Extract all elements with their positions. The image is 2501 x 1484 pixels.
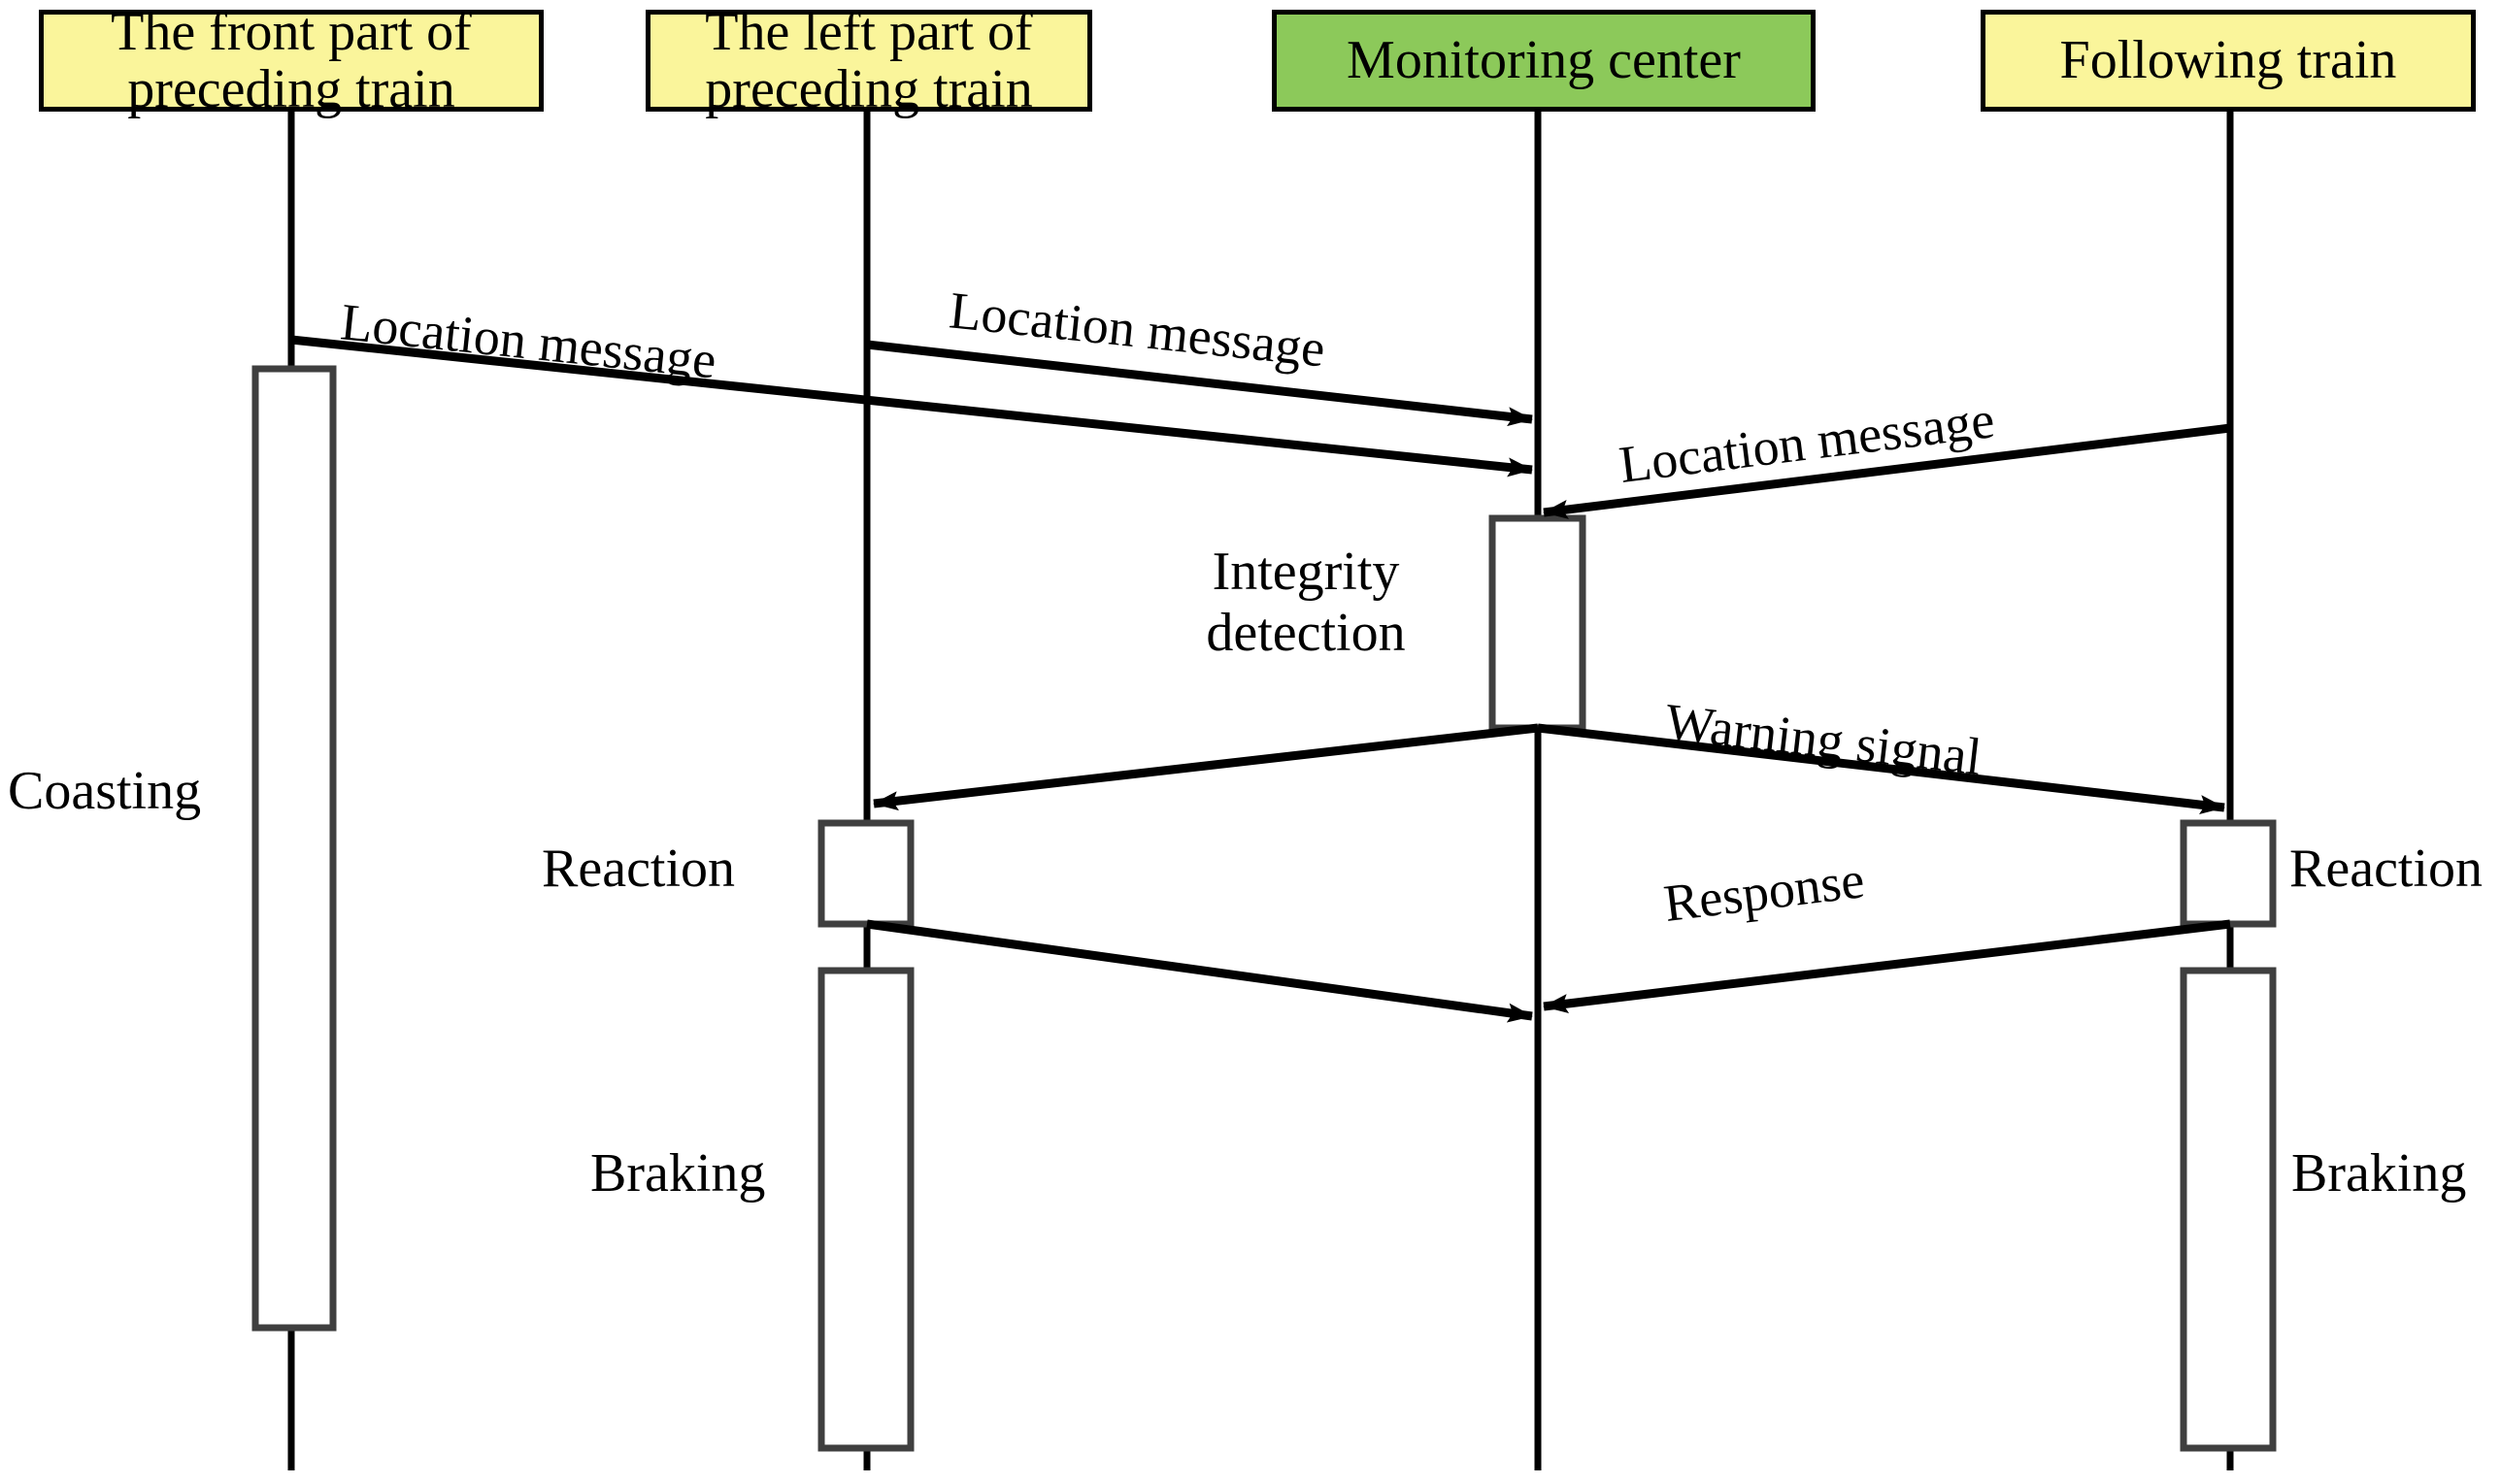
lifeline-header-front-part[interactable]: The front part of preceding train bbox=[39, 3, 544, 117]
message-line-response-following bbox=[1543, 919, 2231, 1013]
lifeline-header-following-train-label: Following train bbox=[2059, 30, 2397, 91]
activation-label-braking-left: Braking bbox=[590, 1143, 766, 1204]
message-line-location-1 bbox=[290, 335, 1533, 478]
lifeline-header-left-part[interactable]: The left part of preceding train bbox=[646, 3, 1092, 117]
message-line-response-left bbox=[866, 919, 1533, 1023]
activation-label-reaction-following: Reaction bbox=[2289, 839, 2484, 899]
activation-label-braking-following: Braking bbox=[2291, 1143, 2467, 1204]
message-line-warning-left bbox=[873, 723, 1539, 811]
lifeline-header-monitoring-center[interactable]: Monitoring center bbox=[1272, 10, 1816, 112]
message-line-warning-following bbox=[1537, 723, 2225, 815]
activation-integrity-detection bbox=[1488, 514, 1586, 732]
activation-reaction-left bbox=[817, 819, 915, 928]
activation-reaction-following bbox=[2180, 819, 2277, 928]
lifeline-header-left-part-label: The left part of preceding train bbox=[705, 1, 1033, 119]
activation-braking-left bbox=[817, 967, 915, 1452]
message-line-location-3 bbox=[1543, 423, 2231, 519]
lifeline-header-front-part-label: The front part of preceding train bbox=[111, 1, 472, 119]
lifeline-header-following-train[interactable]: Following train bbox=[1981, 10, 2476, 112]
message-line-location-2 bbox=[866, 340, 1533, 427]
activation-coasting bbox=[251, 365, 337, 1332]
lifeline-header-monitoring-center-label: Monitoring center bbox=[1347, 30, 1741, 91]
activation-label-reaction-left: Reaction bbox=[542, 839, 736, 899]
activation-label-coasting: Coasting bbox=[8, 761, 202, 821]
activation-braking-following bbox=[2180, 967, 2277, 1452]
activation-label-integrity-detection: Integrity detection bbox=[1206, 542, 1406, 663]
